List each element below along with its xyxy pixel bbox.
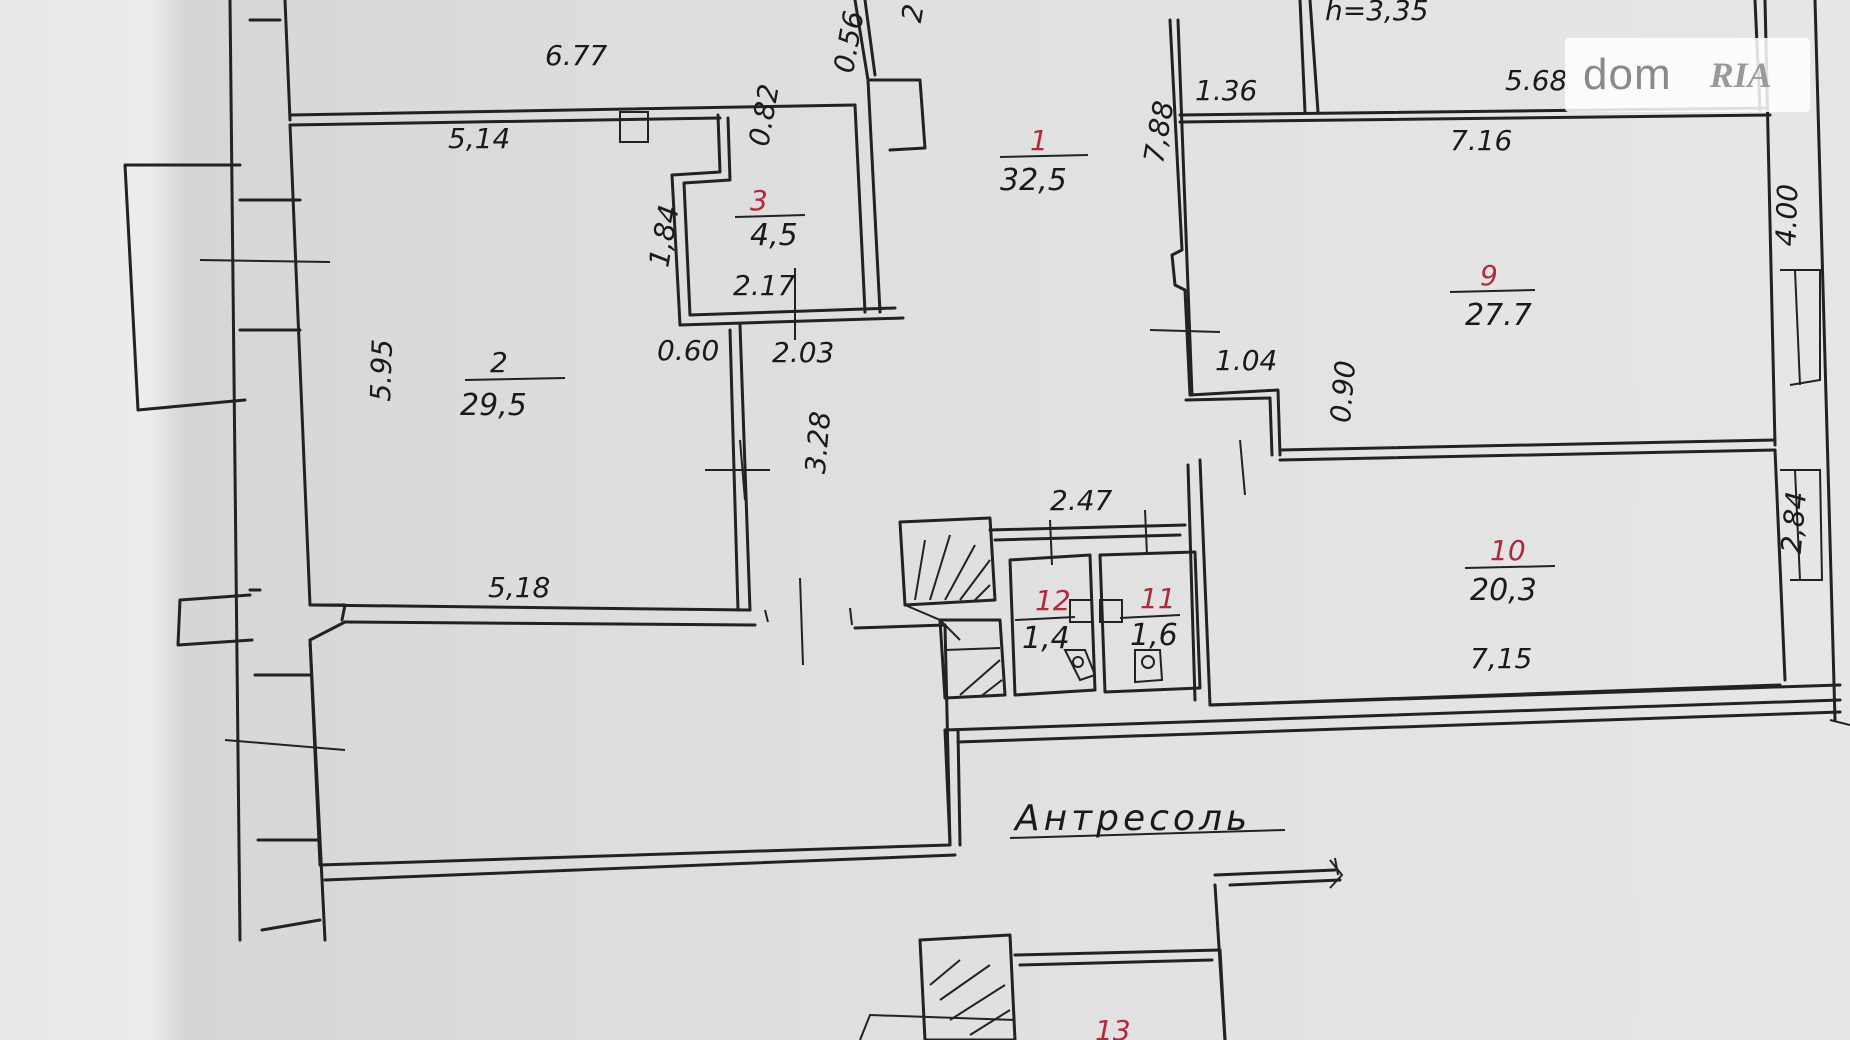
watermark-sub: RIA <box>1709 55 1772 95</box>
top-walls <box>853 0 927 152</box>
dim-2-47: 2.47 <box>1050 484 1113 517</box>
room-3-area: 4,5 <box>750 218 798 253</box>
room-12-area: 1,4 <box>1022 621 1070 656</box>
room-1-walls <box>705 18 1282 501</box>
dim-2-03: 2.03 <box>772 336 834 369</box>
room-12-number: 12 <box>1035 584 1071 617</box>
room-1-area: 32,5 <box>1000 163 1067 198</box>
dim-1-36: 1.36 <box>1195 74 1257 107</box>
dim-7-16: 7.16 <box>1450 124 1512 157</box>
room-3-number: 3 <box>750 184 768 217</box>
dim-4-00: 4.00 <box>1769 183 1804 246</box>
left-exterior-wall <box>228 0 327 942</box>
room-13-number: 13 <box>1095 1014 1131 1040</box>
dim-1-84: 1,84 <box>642 202 685 269</box>
wc-rooms <box>1008 509 1202 697</box>
dim-5-18: 5,18 <box>488 571 550 604</box>
dim-height: h=3,35 <box>1325 0 1429 27</box>
room-9-walls <box>1178 0 1821 462</box>
dim-7-88: 7,88 <box>1137 98 1180 165</box>
dim-2-84: 2,84 <box>1775 490 1813 555</box>
dim-3-28: 3.28 <box>799 410 837 475</box>
ledge <box>176 593 254 647</box>
room-2-walls <box>288 103 857 627</box>
dim-0-90: 0.90 <box>1324 359 1362 424</box>
dim-0-60: 0.60 <box>657 334 719 367</box>
dim-5-14: 5,14 <box>448 122 510 155</box>
dim-5-95: 5.95 <box>364 339 399 402</box>
stair-lower <box>859 857 1344 1040</box>
dim-2: 2 <box>895 2 931 25</box>
room-10-area: 20,3 <box>1470 573 1537 608</box>
room-11-area: 1,6 <box>1130 618 1178 653</box>
room-2-number: 2 <box>490 346 508 379</box>
room-2-area: 29,5 <box>460 388 527 423</box>
watermark-brand: dom <box>1583 50 1672 99</box>
mezzanine-label: Антресоль <box>1013 798 1251 839</box>
dim-1-04: 1.04 <box>1215 344 1277 377</box>
watermark-logo: dom RIA <box>1565 38 1810 112</box>
balcony <box>123 163 346 751</box>
dim-0-82: 0.82 <box>742 82 785 149</box>
room-10-number: 10 <box>1490 534 1526 567</box>
room-10-walls <box>1186 439 1842 707</box>
room-11-number: 11 <box>1140 582 1176 615</box>
room-labels: 1 32,5 2 29,5 3 4,5 9 27.7 10 20,3 11 1,… <box>460 124 1537 1040</box>
lower-left-room <box>308 577 1842 882</box>
room-number-underlines <box>464 154 1556 839</box>
dim-2-17: 2.17 <box>733 269 796 302</box>
room-9-area: 27.7 <box>1465 298 1532 333</box>
stair-upper <box>898 516 1187 700</box>
dim-top-right: 5.68 <box>1505 64 1567 97</box>
dimension-labels: 6.77 0.56 2 h=3,35 5.68 1.36 7.16 5,14 0… <box>364 0 1813 675</box>
dim-top-left: 6.77 <box>545 39 608 72</box>
dim-7-15: 7,15 <box>1470 642 1532 675</box>
room-9-number: 9 <box>1480 259 1498 292</box>
room-1-number: 1 <box>1030 124 1048 157</box>
room-3-walls <box>670 78 905 340</box>
